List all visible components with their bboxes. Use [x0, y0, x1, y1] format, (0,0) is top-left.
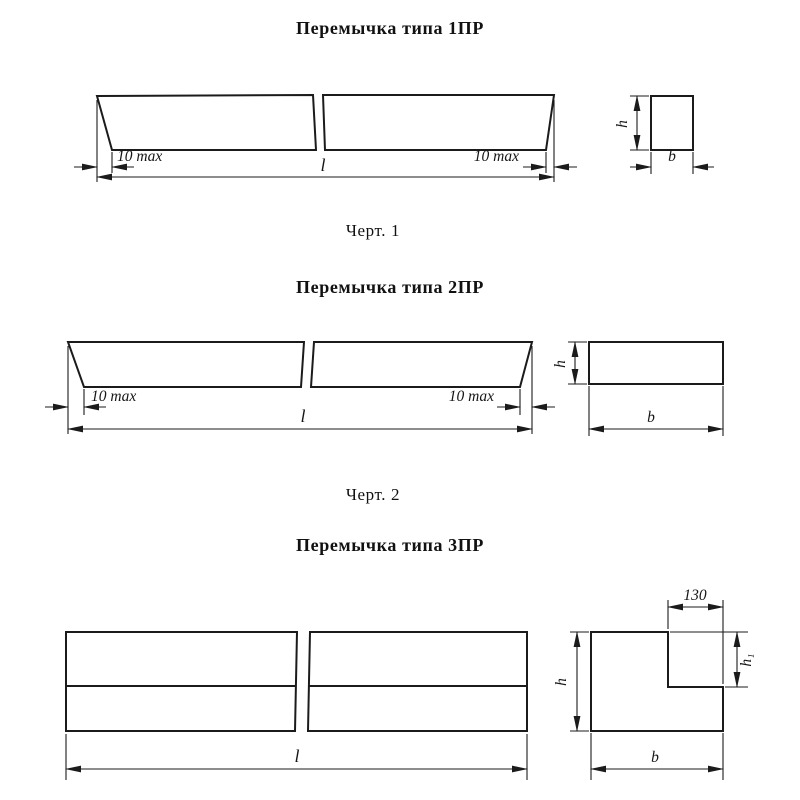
- figure-1: Перемычка типа 1ПР 10 max 10 max l h: [74, 18, 714, 240]
- figure3-section: 130 h₁ h b: [553, 587, 755, 780]
- beam-left-segment: [66, 341, 306, 388]
- label-width: b: [647, 409, 655, 426]
- figure3-dimensions: l: [65, 734, 528, 780]
- figure2-elevation: [66, 341, 534, 388]
- figure-3: Перемычка типа 3ПР l 130 h₁: [65, 535, 755, 780]
- section-outline: [588, 341, 724, 385]
- section-outline-with-quarter: [590, 631, 724, 732]
- section-outline: [650, 95, 694, 151]
- figure-2: Перемычка типа 2ПР 10 max 10 max l h: [45, 277, 724, 504]
- figure3-elevation: [65, 631, 528, 732]
- label-height: h: [552, 360, 569, 368]
- label-length: l: [294, 746, 299, 766]
- beam-right-segment: [306, 631, 528, 732]
- label-quarter-height: h₁: [738, 653, 755, 666]
- figure3-title: Перемычка типа 3ПР: [296, 535, 484, 555]
- beam-right-segment: [321, 94, 556, 151]
- figure1-section: h b: [614, 95, 714, 174]
- figure2-title: Перемычка типа 2ПР: [296, 277, 484, 297]
- figure2-dimensions: 10 max 10 max l: [45, 346, 555, 434]
- figure2-caption: Черт. 2: [346, 485, 400, 504]
- beam-left-segment: [65, 631, 299, 732]
- label-right-offset: 10 max: [449, 388, 494, 405]
- label-width: b: [668, 148, 676, 165]
- figure1-elevation: [95, 93, 556, 151]
- label-left-offset: 10 max: [91, 388, 136, 405]
- label-height: h: [614, 120, 631, 128]
- label-width: b: [651, 749, 659, 766]
- label-quarter-width: 130: [683, 587, 707, 604]
- figure1-dimensions: 10 max 10 max l: [74, 100, 577, 182]
- beam-left-segment: [95, 93, 318, 151]
- figure1-caption: Черт. 1: [346, 221, 400, 240]
- label-left-offset: 10 max: [117, 148, 162, 165]
- label-length: l: [300, 406, 305, 426]
- figure1-title: Перемычка типа 1ПР: [296, 18, 484, 38]
- label-length: l: [320, 155, 325, 175]
- label-height: h: [553, 678, 570, 686]
- beam-right-segment: [309, 341, 534, 388]
- label-right-offset: 10 max: [474, 148, 519, 165]
- figure2-section: h b: [552, 341, 724, 436]
